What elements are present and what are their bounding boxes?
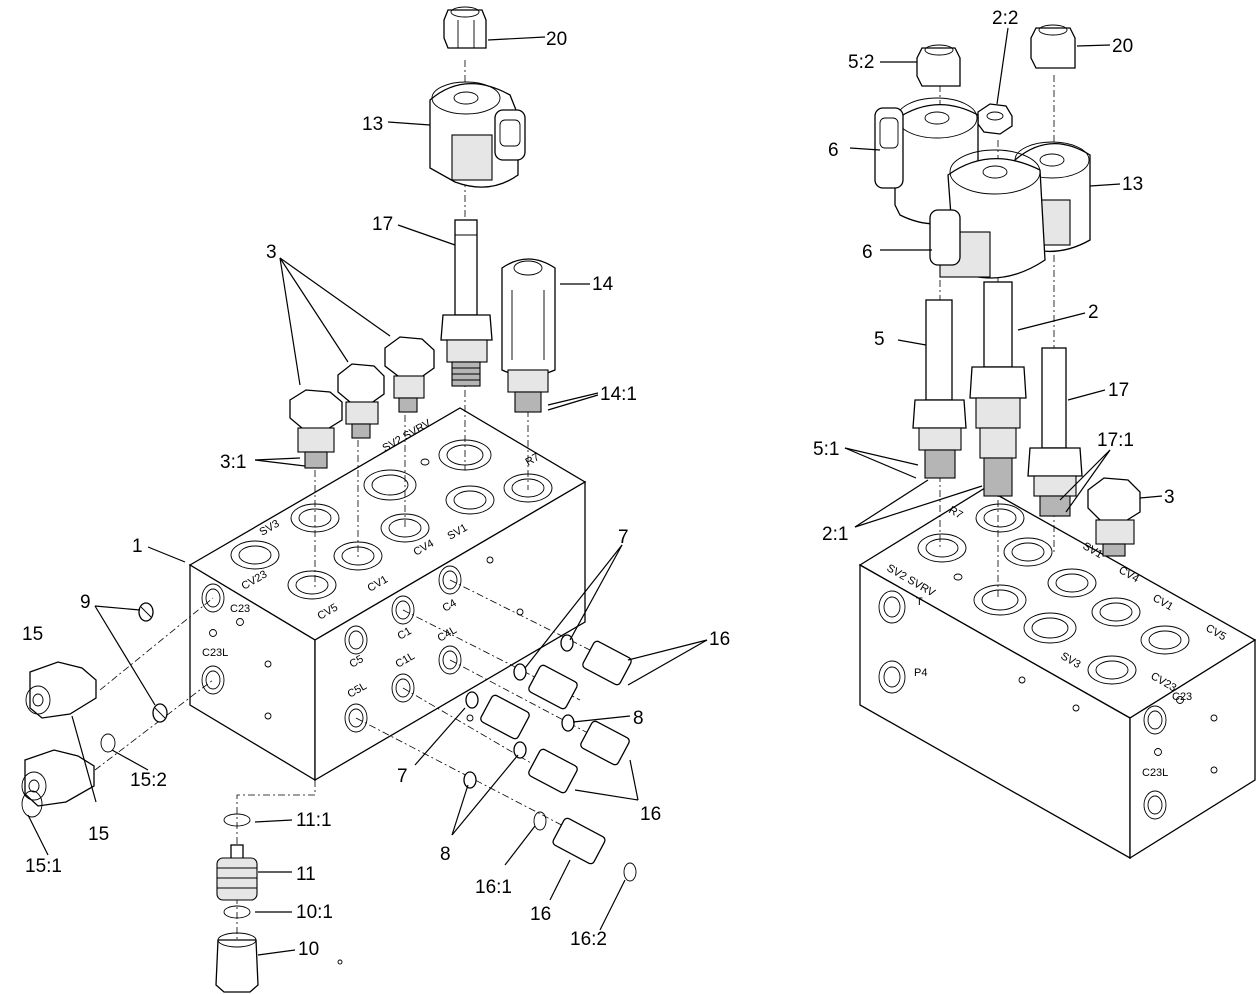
part-17-cartridge-right [1027,347,1083,517]
part-6-coil-front [929,149,1046,279]
callout-13-right: 13 [1122,174,1143,195]
callout-5-1: 5:1 [813,439,839,460]
callout-10-1: 10:1 [296,902,333,923]
callout-15-1: 15:1 [25,856,62,877]
left-leader-lines [27,36,708,956]
part-3-check-valve-right [1087,477,1141,557]
callout-15-upper: 15 [22,624,43,645]
right-leader-lines [844,27,1163,528]
callout-11: 11 [296,864,316,885]
right-manifold-assembly: R7 SV1 CV4 CV1 CV5 SV3 CV23 SV2 SVRV T P… [813,8,1257,860]
callout-16-upper: 16 [709,629,730,650]
callout-2: 2 [1088,302,1099,323]
part-2-cartridge [969,281,1027,497]
callout-17: 17 [372,214,393,235]
callout-16-lower: 16 [530,904,551,925]
callout-7-lower: 7 [397,766,408,787]
part-11-plug [216,844,258,901]
part-16-2-seal [623,862,637,882]
part-3-check-valve-large [289,389,343,469]
part-5-cartridge [912,299,967,479]
part-2-2-washer [977,103,1013,135]
part-15-fitting-upper [25,661,97,719]
port-label-c23-right: C23 [1172,691,1192,703]
port-label-c23l-right: C23L [1142,767,1168,779]
part-15-2-seal [100,733,116,753]
part-5-2-nut [916,44,961,87]
callout-5: 5 [874,329,885,350]
part-20-nut [443,6,487,49]
callout-6-lower: 6 [862,242,873,263]
callout-2-1: 2:1 [822,524,848,545]
port-label-c23: C23 [230,603,250,615]
part-9-plug-upper [138,602,154,622]
part-3-check-valve-middle [337,363,385,439]
part-11-1-seal [223,813,251,827]
callout-16-1: 16:1 [475,877,512,898]
callout-11-1: 11:1 [296,810,332,831]
port-label-p4-right: P4 [914,667,927,679]
part-16-fittings [480,640,632,865]
part-3-check-valve-small [384,336,435,413]
callout-3: 3 [266,242,277,263]
callout-15-2: 15:2 [130,770,167,791]
part-15-1-seal [21,790,43,818]
callout-3-right: 3 [1164,487,1175,508]
callout-5-2: 5:2 [848,52,874,73]
callout-9: 9 [80,592,91,613]
port-label-t-right: T [916,596,923,608]
part-17-solenoid-cartridge [440,219,493,387]
left-manifold-block: SV2 SVRV R7 SV3 CV4 SV1 CV23 CV1 CV5 C23… [188,407,587,782]
callout-8-upper: 8 [633,708,644,729]
callout-3-1: 3:1 [220,452,246,473]
part-10-1-seal [223,905,251,919]
left-manifold-assembly: SV2 SVRV R7 SV3 CV4 SV1 CV23 CV1 CV5 C23… [21,6,730,993]
callout-6-upper: 6 [828,140,839,161]
callout-16-middle: 16 [640,804,661,825]
part-20-nut-right [1030,24,1076,69]
part-9-plug-lower [152,703,168,723]
part-13-coil [429,81,526,188]
part-10-cap [215,932,259,993]
callout-17-1: 17:1 [1097,430,1134,451]
callout-13: 13 [362,114,383,135]
stray-dot [337,959,343,965]
callout-20: 20 [546,29,567,50]
callout-8-lower: 8 [440,844,451,865]
port-label-c23l: C23L [202,647,228,659]
callout-10: 10 [298,939,319,960]
right-manifold-block: R7 SV1 CV4 CV1 CV5 SV3 CV23 SV2 SVRV T P… [858,487,1257,860]
part-15-fitting-lower [21,749,95,807]
callout-16-2: 16:2 [570,929,607,950]
callout-17-right: 17 [1108,380,1129,401]
part-16-1-seal [533,811,547,831]
callout-20-right: 20 [1112,36,1133,57]
callout-7-upper: 7 [618,527,629,548]
callout-15-lower: 15 [88,824,109,845]
callout-14: 14 [592,274,614,295]
callout-1: 1 [132,536,143,557]
callout-2-2: 2:2 [992,8,1018,29]
callout-14-1: 14:1 [600,384,637,405]
part-14-relief-valve [501,258,556,413]
